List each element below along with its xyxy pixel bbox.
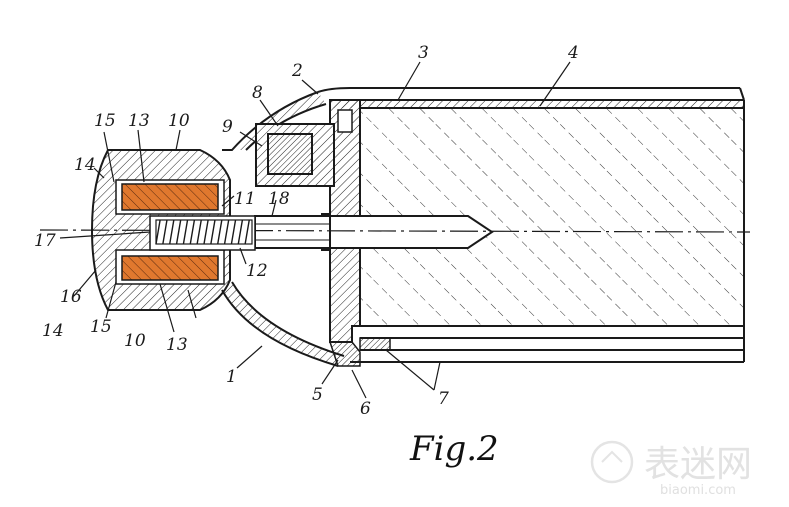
casing-bottom (350, 100, 745, 363)
coil-winding-bottom (121, 255, 219, 281)
figure-caption: Fig.2 (409, 429, 499, 469)
callout-10-bottom: 10 (124, 331, 146, 351)
callout-6: 6 (360, 399, 371, 419)
spring-outline (155, 219, 253, 245)
callout-17: 17 (34, 231, 56, 251)
callout-10-top: 10 (168, 111, 190, 131)
callout-3: 3 (418, 43, 429, 63)
callout-14-bottom: 14 (42, 321, 64, 341)
callout-15-bottom: 15 (90, 317, 112, 337)
callout-4: 4 (567, 43, 579, 63)
callout-13-top: 13 (128, 111, 150, 131)
callout-11: 11 (234, 189, 256, 209)
magnet-block-part-8 (255, 123, 335, 187)
casing-top (317, 87, 745, 108)
watermark-url: biaomi.com (660, 483, 736, 498)
callout-18: 18 (268, 189, 290, 209)
spring-coil (155, 219, 250, 245)
callout-8: 8 (252, 83, 263, 103)
center-axis (39, 229, 751, 233)
spring-part-12 (155, 219, 253, 245)
callout-7: 7 (438, 389, 449, 409)
callout-9: 9 (222, 117, 233, 137)
callout-1: 1 (226, 367, 237, 387)
watermark: 表迷网 biaomi.com (590, 440, 752, 498)
callout-14-top: 14 (74, 155, 96, 175)
leader-lines (59, 61, 571, 399)
dome-cover-part-1 (221, 91, 345, 367)
watermark-text: 表迷网 (644, 444, 752, 485)
callout-16: 16 (60, 287, 82, 307)
coil-winding-top (121, 183, 219, 211)
watermark-logo-icon (590, 440, 634, 484)
shaft-pin (254, 215, 494, 249)
callout-2: 2 (291, 61, 303, 81)
callout-5: 5 (312, 385, 323, 405)
callout-15-top: 15 (94, 111, 116, 131)
callout-12: 12 (246, 261, 268, 281)
callout-labels: 1 2 3 4 5 6 7 8 9 10 10 11 12 13 13 14 1… (34, 43, 579, 419)
callout-13-bottom: 13 (166, 335, 188, 355)
